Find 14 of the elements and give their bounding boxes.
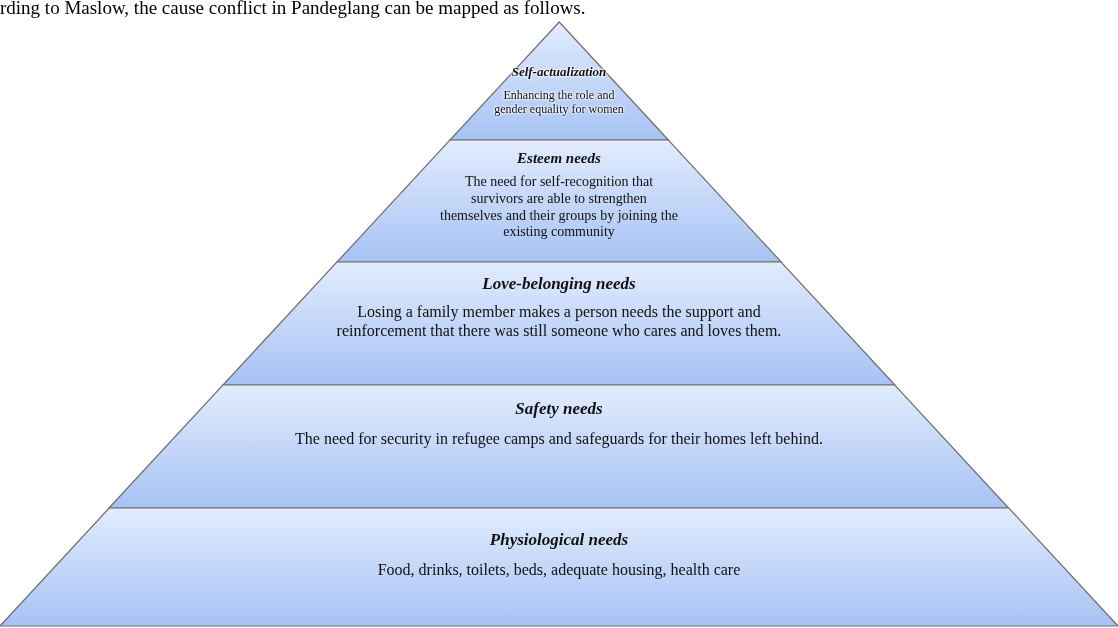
level-description: The need for self-recognition that survivors are able to strengthen themselves and their groups by joining the existing community (439, 174, 679, 242)
level-description: Food, drinks, toilets, beds, adequate housing, health care (377, 560, 741, 580)
level-description: The need for security in refugee camps and safeguards for their homes left behind. (295, 429, 823, 449)
pyramid-level (223, 262, 895, 385)
level-heading: Safety needs (515, 399, 603, 419)
intro-sentence: rding to Maslow, the cause conflict in Pandeglang can be mapped as follows. (0, 0, 586, 19)
level-description: Losing a family member makes a person needs the support and reinforcement that there was still someone who cares and loves them. (335, 302, 783, 341)
pyramid-level (0, 508, 1118, 626)
pyramid-level (109, 385, 1009, 508)
level-heading: Physiological needs (489, 530, 629, 550)
level-heading: Self-actualization (511, 64, 607, 80)
level-description: Enhancing the role and gender equality for women (493, 88, 625, 117)
level-heading: Esteem needs (517, 150, 601, 167)
level-heading: Love-belonging needs (482, 274, 636, 294)
